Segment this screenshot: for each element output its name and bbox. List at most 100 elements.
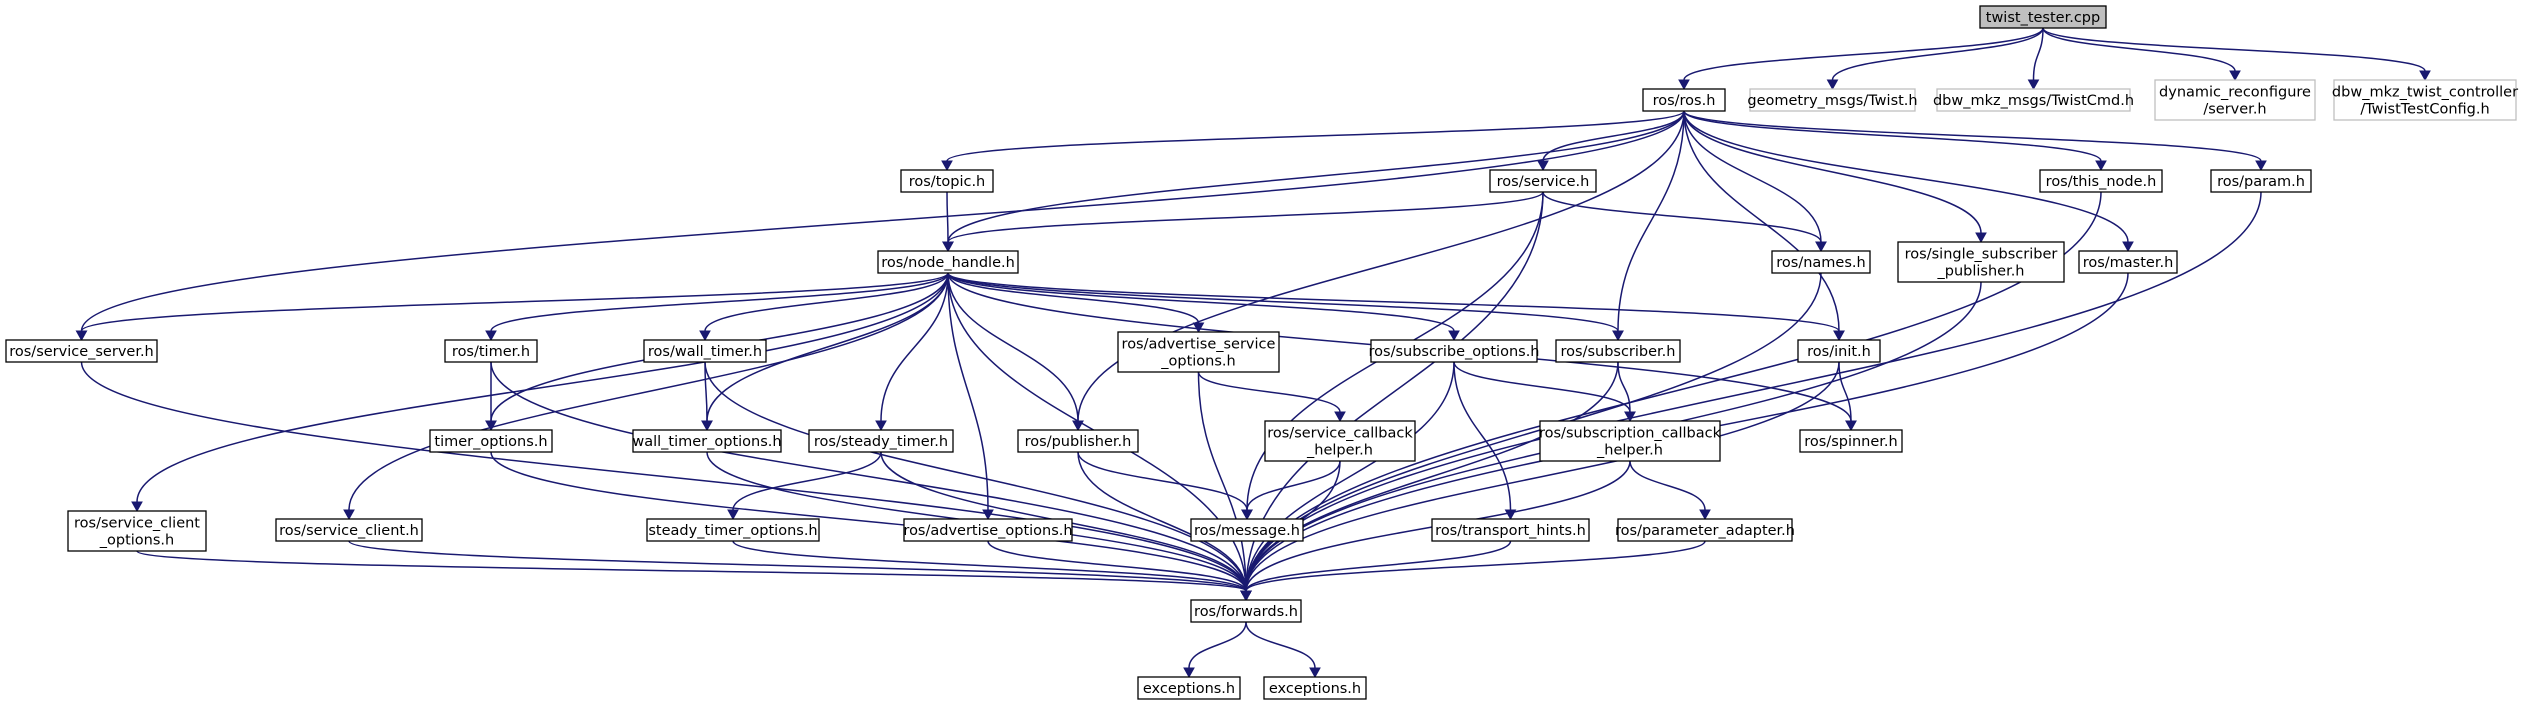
node-transport_hints_h[interactable]: ros/transport_hints.h <box>1431 518 1590 542</box>
edge-ros_h-to-names_h <box>1683 110 1827 253</box>
node-label: timer_options.h <box>434 434 547 450</box>
edge-line <box>947 272 1455 332</box>
node-service_server_h[interactable]: ros/service_server.h <box>5 339 158 363</box>
edge-timer_h-to-forwards_h <box>490 361 1252 602</box>
node-message_h[interactable]: ros/message.h <box>1190 518 1304 542</box>
node-box <box>2210 169 2312 193</box>
edge-ros_h-to-master_h <box>1683 110 2134 253</box>
node-timer_h[interactable]: ros/timer.h <box>444 339 538 363</box>
node-publisher_h[interactable]: ros/publisher.h <box>1017 429 1139 453</box>
node-param_h[interactable]: ros/param.h <box>2210 169 2312 193</box>
node-param_adapter_h[interactable]: ros/parameter_adapter.h <box>1615 518 1795 542</box>
node-label: ros/advertise_options.h <box>903 523 1072 539</box>
node-spinner_h[interactable]: ros/spinner.h <box>1799 429 1903 453</box>
edge-arrowhead <box>1699 509 1711 521</box>
node-label: ros/timer.h <box>452 344 530 360</box>
edge-service_cb_helper_h-to-message_h <box>1241 460 1341 521</box>
edge-arrowhead <box>1826 79 1839 91</box>
node-subscribe_opts_h[interactable]: ros/subscribe_options.h <box>1369 339 1540 363</box>
edge-arrowhead <box>1612 330 1624 342</box>
edge-twist_tester-to-dyn_server <box>2042 27 2241 82</box>
node-steady_timer_opts_h[interactable]: steady_timer_options.h <box>646 518 820 542</box>
node-wall_timer_h[interactable]: ros/wall_timer.h <box>643 339 767 363</box>
edge-line <box>490 451 1247 592</box>
edge-wall_timer_h-to-forwards_h <box>704 361 1252 602</box>
edge-line <box>1077 110 1685 422</box>
edge-arrowhead <box>1815 241 1827 253</box>
node-single_sub_pub_h[interactable]: ros/single_subscriber_publisher.h <box>1897 241 2065 283</box>
edge-line <box>2032 27 2044 81</box>
node-advertise_opts_h[interactable]: ros/advertise_options.h <box>903 518 1073 542</box>
edge-arrowhead <box>485 420 497 432</box>
edge-arrowhead <box>1975 232 1987 244</box>
edge-steady_timer_opts_h-to-forwards_h <box>732 540 1252 602</box>
edge-line <box>1077 451 1248 511</box>
node-timer_opts_h[interactable]: timer_options.h <box>429 429 553 453</box>
node-ros_h[interactable]: ros/ros.h <box>1642 88 1726 112</box>
node-node_handle_h[interactable]: ros/node_handle.h <box>877 250 1019 274</box>
edge-line <box>1683 110 1822 243</box>
edge-line <box>1245 361 1840 592</box>
edge-arrowhead <box>2122 241 2134 253</box>
edge-line <box>1453 361 1512 511</box>
node-topic_h[interactable]: ros/topic.h <box>900 169 994 193</box>
edge-line <box>1683 110 2129 243</box>
node-dyn_server: dynamic_reconfigure/server.h <box>2154 79 2316 121</box>
edge-line <box>348 272 949 511</box>
edge-line <box>947 272 1840 332</box>
edge-line <box>1683 110 1982 234</box>
node-init_h[interactable]: ros/init.h <box>1797 339 1881 363</box>
edge-line <box>1245 191 2262 592</box>
node-wall_timer_opts_h[interactable]: wall_timer_options.h <box>632 429 782 453</box>
node-service_client_opts_h[interactable]: ros/service_client_options.h <box>67 510 207 552</box>
edge-service_server_h-to-forwards_h <box>80 361 1252 602</box>
edge-line <box>947 110 1685 243</box>
edge-line <box>1197 371 1247 592</box>
node-box <box>1642 88 1726 112</box>
node-subscriber_h[interactable]: ros/subscriber.h <box>1555 339 1681 363</box>
node-adv_service_opts_h[interactable]: ros/advertise_service_options.h <box>1117 331 1280 373</box>
node-label: twist_tester.cpp <box>1986 10 2100 26</box>
node-label: ros/service_callback <box>1267 426 1413 442</box>
node-label: ros/message.h <box>1194 523 1300 539</box>
node-master_h[interactable]: ros/master.h <box>2078 250 2178 274</box>
node-names_h[interactable]: ros/names.h <box>1771 250 1871 274</box>
edge-line <box>987 540 1247 592</box>
node-box <box>2333 79 2517 121</box>
node-exceptions_b[interactable]: exceptions.h <box>1263 676 1367 700</box>
node-box <box>1771 250 1871 274</box>
node-sub_cb_helper_h[interactable]: ros/subscription_callback_helper.h <box>1539 420 1722 462</box>
node-box <box>5 339 158 363</box>
node-service_cb_helper_h[interactable]: ros/service_callback_helper.h <box>1264 420 1416 462</box>
node-geometry_twist: geometry_msgs/Twist.h <box>1747 88 1918 112</box>
edge-line <box>947 272 1200 324</box>
edge-arrowhead <box>942 241 954 253</box>
node-label: ros/topic.h <box>909 174 986 190</box>
edge-arrowhead <box>941 160 953 172</box>
node-label: ros/publisher.h <box>1025 434 1132 450</box>
edge-line <box>947 272 1619 332</box>
edge-arrowhead <box>485 330 497 342</box>
node-this_node_h[interactable]: ros/this_node.h <box>2039 169 2163 193</box>
node-exceptions_a[interactable]: exceptions.h <box>1137 676 1241 700</box>
node-service_h[interactable]: ros/service.h <box>1489 169 1597 193</box>
node-label: dbw_mkz_twist_controller <box>2332 85 2518 101</box>
edge-service_h-to-node_handle_h <box>942 191 1544 253</box>
edge-line <box>1188 621 1247 669</box>
node-box <box>67 510 207 552</box>
node-steady_timer_h[interactable]: ros/steady_timer.h <box>808 429 954 453</box>
edge-timer_h-to-timer_opts_h <box>485 361 497 432</box>
edge-ros_h-to-this_node_h <box>1683 110 2107 172</box>
edge-line <box>490 272 949 332</box>
node-service_client_h[interactable]: ros/service_client.h <box>275 518 423 542</box>
edge-line <box>1245 540 1512 592</box>
edge-arrowhead <box>2419 70 2431 82</box>
node-label: _options.h <box>1160 354 1235 370</box>
node-label: geometry_msgs/Twist.h <box>1747 93 1917 109</box>
edge-line <box>2042 27 2426 72</box>
edge-line <box>1542 191 1822 243</box>
node-label: ros/init.h <box>1807 344 1871 360</box>
node-twist_tester[interactable]: twist_tester.cpp <box>1979 5 2107 29</box>
node-forwards_h[interactable]: ros/forwards.h <box>1190 599 1302 623</box>
edge-line <box>136 550 1247 592</box>
